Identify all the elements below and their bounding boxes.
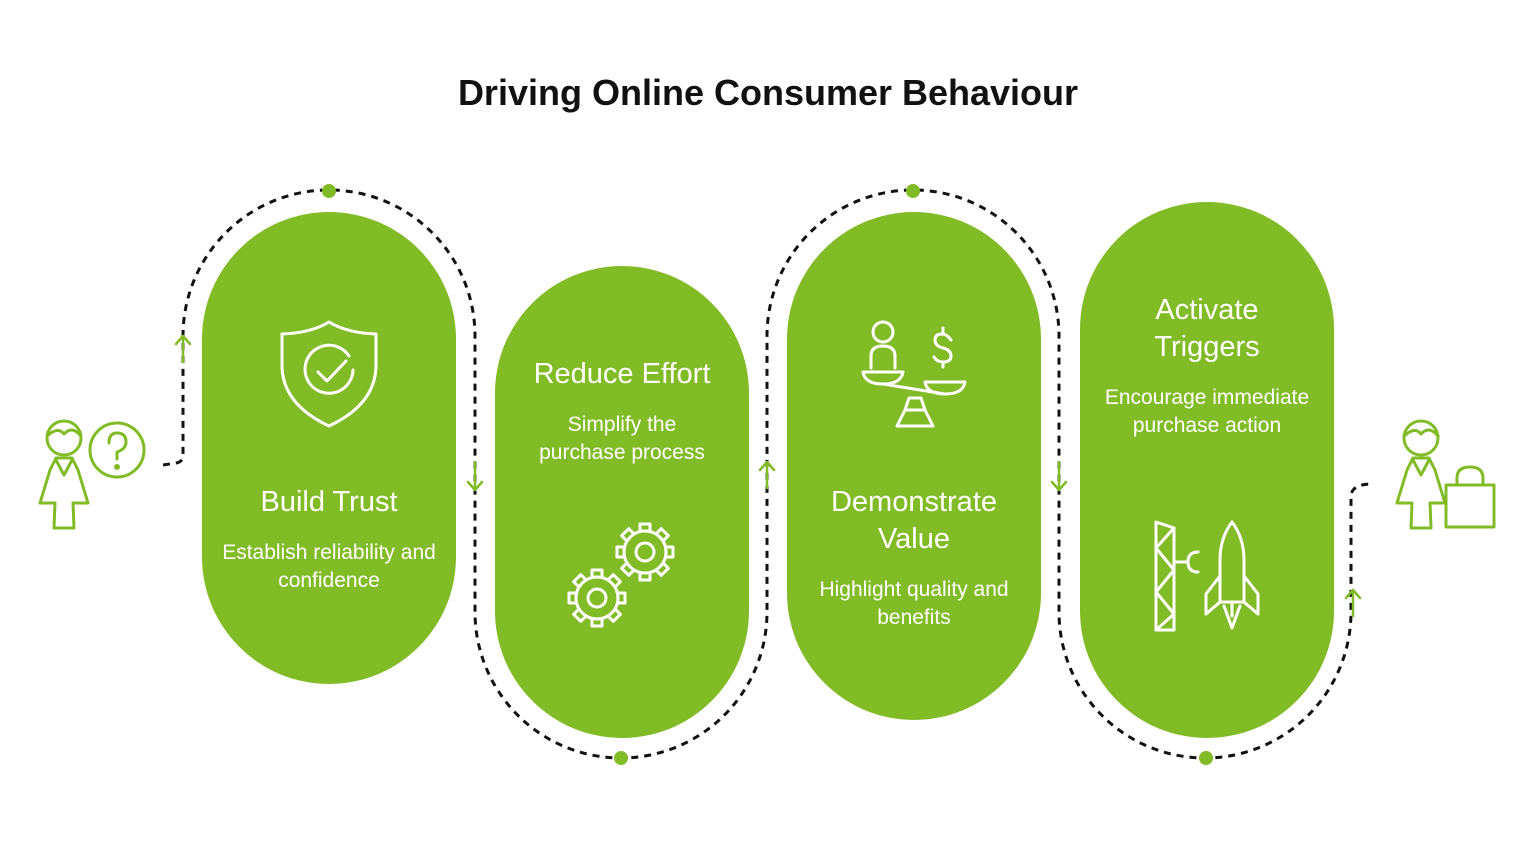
step-heading: Demonstrate Value xyxy=(830,486,997,555)
arrow-up-icon xyxy=(758,460,776,490)
step-description: Establish reliability and confidence xyxy=(222,541,436,592)
step-description: Simplify the purchase process xyxy=(539,413,705,464)
path-dot xyxy=(614,751,628,765)
step-build-trust: Build Trust Establish reliability and co… xyxy=(202,212,456,684)
arrow-down-icon xyxy=(1050,460,1068,492)
step-heading: Activate Triggers xyxy=(1154,294,1260,363)
diagram-title: Driving Online Consumer Behaviour xyxy=(457,72,1079,113)
path-dot xyxy=(906,184,920,198)
step-activate-triggers: Activate Triggers Encourage immediate pu… xyxy=(1080,202,1334,738)
step-heading: Build Trust xyxy=(260,486,398,518)
step-description: Encourage immediate purchase action xyxy=(1104,386,1310,437)
step-demonstrate-value: Demonstrate Value Highlight quality and … xyxy=(787,212,1041,720)
dashed-path xyxy=(162,188,1373,760)
person-shopping-bag-icon xyxy=(1395,419,1496,530)
step-description: Highlight quality and benefits xyxy=(819,578,1009,629)
path-dot xyxy=(1199,751,1213,765)
person-question-icon xyxy=(38,419,146,530)
arrow-up-icon xyxy=(1344,588,1362,618)
step-heading: Reduce Effort xyxy=(533,358,711,390)
gears-icon xyxy=(567,522,675,628)
arrow-up-icon xyxy=(174,334,192,364)
step-reduce-effort: Reduce Effort Simplify the purchase proc… xyxy=(495,266,749,738)
balance-scale-icon xyxy=(861,320,967,428)
arrow-down-icon xyxy=(466,460,484,492)
shield-check-icon xyxy=(280,320,378,428)
path-dot xyxy=(322,184,336,198)
rocket-launch-icon xyxy=(1154,520,1260,632)
